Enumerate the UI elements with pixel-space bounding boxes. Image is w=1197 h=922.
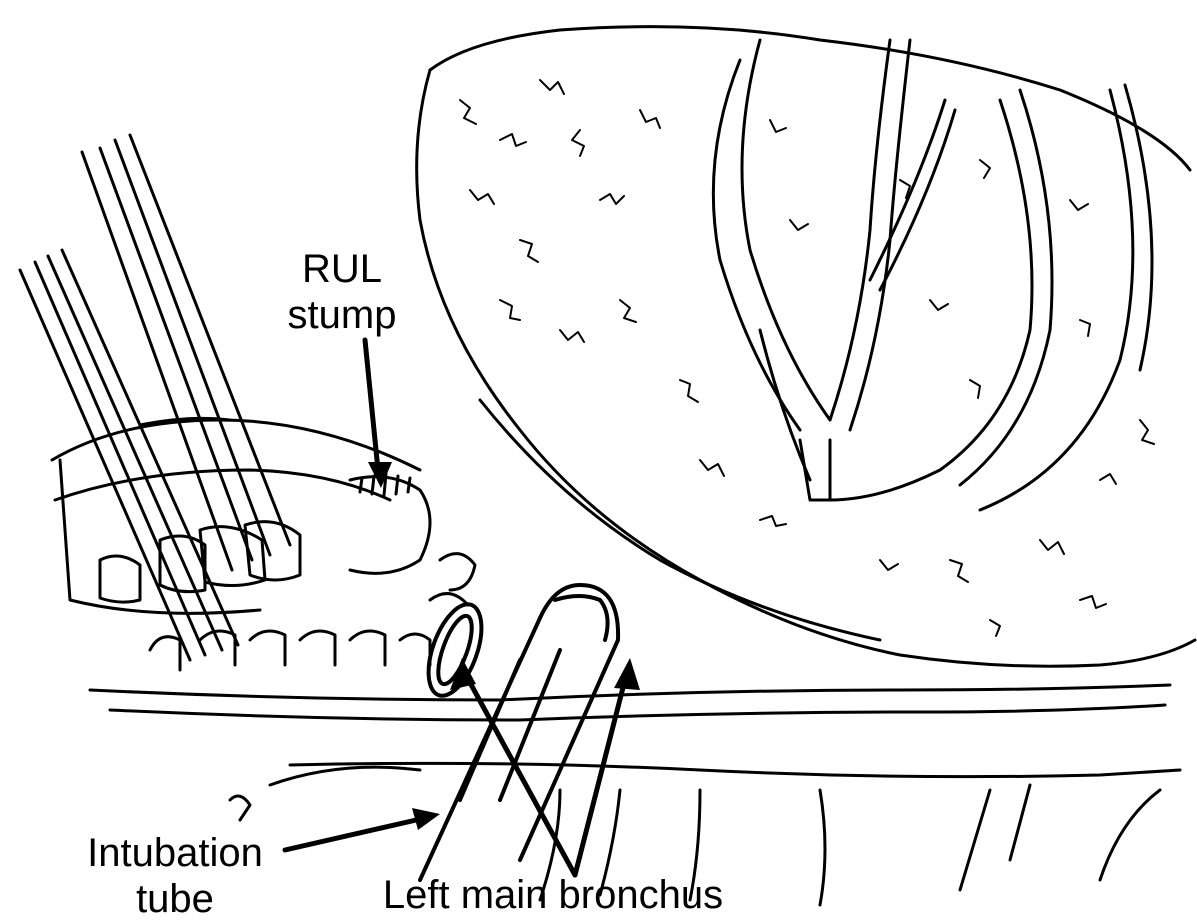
intubation-tube-label-line1: Intubation bbox=[70, 830, 280, 876]
bronchial-branches bbox=[713, 40, 1152, 510]
left-main-bronchus-label: Left main bronchus bbox=[368, 872, 738, 918]
lung-texture bbox=[460, 80, 1154, 636]
upper-lobe bbox=[417, 27, 1195, 667]
rul-stump-label-line1: RUL bbox=[282, 246, 402, 292]
intubation-tube-label-line2: tube bbox=[70, 876, 280, 922]
intubation-tube-label: Intubation tube bbox=[70, 830, 280, 922]
retractor-rods bbox=[20, 135, 290, 660]
rul-stump-label: RUL stump bbox=[282, 246, 402, 338]
rul-stump-label-line2: stump bbox=[282, 292, 402, 338]
